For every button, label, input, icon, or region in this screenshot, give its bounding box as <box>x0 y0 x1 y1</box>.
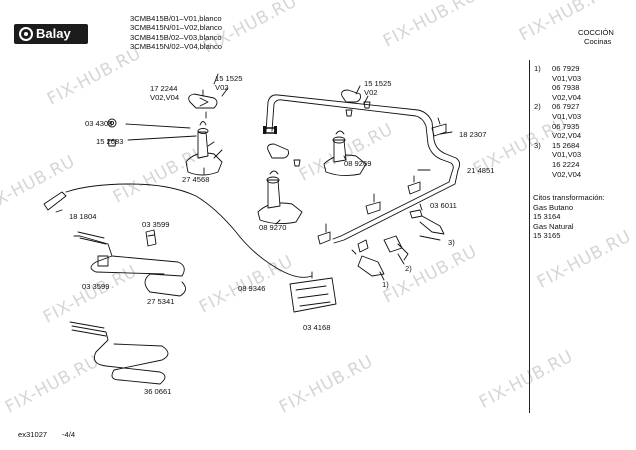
part-number-label: 18 1804 <box>69 212 97 221</box>
legend-key: 1) <box>534 64 541 73</box>
section-title: COCCIÓN <box>578 28 614 37</box>
part-number-label: 36 0661 <box>144 387 172 396</box>
part-number-label: 21 4851 <box>467 166 495 175</box>
heating-element-part <box>71 325 169 385</box>
heating-element-part <box>79 235 186 297</box>
callout-label: 3) <box>448 238 455 247</box>
part-number-label: 17 2244 <box>150 84 178 93</box>
part-number-label: 03 4308 <box>85 119 113 128</box>
burner-valve-part <box>257 170 303 225</box>
part-number-label: 03 3599 <box>142 220 170 229</box>
legend-divider <box>529 60 530 413</box>
part-number-label: 18 2307 <box>459 130 487 139</box>
clip-part <box>341 89 361 103</box>
legend-line: V02,V04 <box>552 169 582 179</box>
pipe-clamp-part <box>365 193 381 215</box>
part-number-label: 08 9270 <box>259 223 287 232</box>
drawing-code: ex31027 <box>18 430 48 439</box>
legend-line: V01,V03 <box>552 112 582 121</box>
legend-key: 3) <box>534 140 541 150</box>
conversion-title: Citos transformación: <box>533 193 605 202</box>
injector-part <box>383 235 403 253</box>
pipe-sockets <box>263 126 277 134</box>
pipe-clamp-part <box>317 223 331 245</box>
model-line: 3CMB415N/02–V04,blanco <box>130 41 223 51</box>
legend-line: 06 7938 <box>552 83 580 93</box>
injector-part <box>419 215 445 235</box>
part-number-label: 08 9346 <box>238 284 266 293</box>
thermostat-part <box>289 271 337 313</box>
model-line: 3CMB415B/01–V01,blanco <box>130 14 222 23</box>
legend-line: V01,V03 <box>552 73 582 83</box>
burner-valve-part <box>323 130 367 177</box>
part-number-label: 03 6011 <box>430 201 457 210</box>
logo-mark-icon <box>19 27 33 41</box>
part-number-label: 08 9269 <box>344 159 372 168</box>
part-number-label: 15 1525 <box>215 74 243 83</box>
brand-name: Balay <box>36 26 71 41</box>
sensor-bulb-part <box>43 191 67 211</box>
clip-part <box>267 143 289 159</box>
legend-line: 06 7935 <box>552 121 580 131</box>
injector-part <box>357 255 385 277</box>
model-list: 3CMB415B/01–V01,blanco 3CMB415N/01–V02,b… <box>130 14 222 51</box>
part-number-label: 03 4168 <box>303 323 331 332</box>
legend-line: V02,V04 <box>552 92 582 102</box>
conversion-line: Gas Butano <box>533 202 574 212</box>
legend-key: 2) <box>534 102 541 112</box>
gas-pipe <box>265 94 461 244</box>
legend-line: 06 7929 <box>552 64 580 73</box>
legend-line: V02,V04 <box>552 131 582 141</box>
legend-line: V01,V03 <box>552 150 582 160</box>
variant-label: V02 <box>364 88 378 97</box>
screw-part <box>107 139 117 147</box>
part-number-label: 03 3599 <box>82 282 110 291</box>
burner-valve-part <box>185 121 223 176</box>
capillary-tube <box>65 183 313 278</box>
bracket-part <box>188 93 218 109</box>
part-number-label: 27 5341 <box>147 297 175 306</box>
injector-part <box>409 209 423 219</box>
variant-label: V02 <box>215 83 229 92</box>
part-number-label: 27 4568 <box>182 175 210 184</box>
pipe-clamp-part <box>431 117 447 137</box>
nut-part <box>107 118 117 128</box>
callout-label: 2) <box>405 264 412 273</box>
conversion-line: 15 3164 <box>533 212 561 222</box>
page-indicator: -4/4 <box>62 430 76 439</box>
model-line: 3CMB415N/01–V02,blanco <box>130 23 223 33</box>
variant-label: V02,V04 <box>150 93 180 102</box>
bracket-part <box>145 229 157 247</box>
part-number-label: 15 2683 <box>96 137 124 146</box>
model-line: 3CMB415B/02–V03,blanco <box>130 32 222 42</box>
pipe-clamp-part <box>407 175 421 195</box>
part-number-label: 15 1525 <box>364 79 392 88</box>
brand-logo: Balay <box>14 24 88 44</box>
legend-line: 06 7927 <box>552 102 580 112</box>
gas-pipe <box>271 99 454 240</box>
conversion-line: Gas Natural <box>533 221 574 231</box>
subsection-title: Cocinas <box>584 37 612 46</box>
callout-label: 1) <box>382 280 389 289</box>
legend-line: 16 2224 <box>552 160 580 169</box>
conversion-line: 15 3165 <box>533 231 561 241</box>
legend-line: 15 2684 <box>552 140 580 150</box>
